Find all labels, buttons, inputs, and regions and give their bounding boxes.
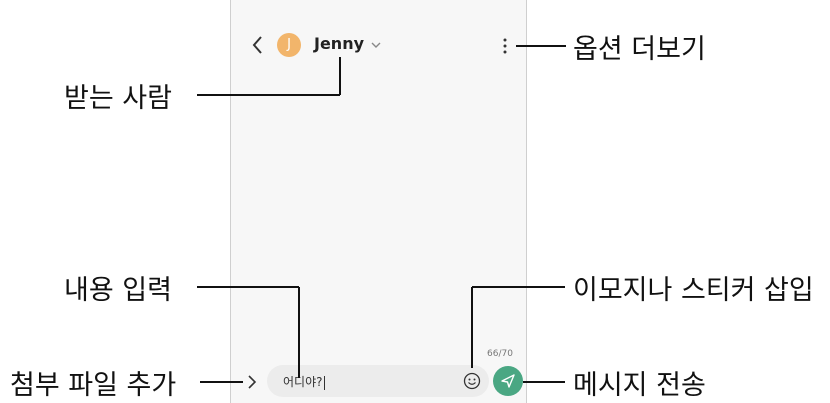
back-icon[interactable]	[249, 34, 267, 56]
chevron-down-icon[interactable]	[370, 40, 382, 50]
char-count: 66/70	[487, 349, 513, 359]
message-input-text[interactable]: 어디야?	[283, 375, 325, 390]
contact-name[interactable]: Jenny	[314, 34, 365, 53]
contact-avatar[interactable]: J	[277, 33, 301, 57]
emoji-icon[interactable]	[463, 372, 481, 390]
message-input[interactable]: 어디야?	[267, 365, 489, 397]
callout-message-input: 내용 입력	[64, 275, 172, 306]
callout-send: 메시지 전송	[573, 370, 706, 401]
more-options-icon[interactable]	[502, 38, 508, 54]
attach-icon[interactable]	[247, 374, 257, 390]
callout-recipient: 받는 사람	[64, 83, 172, 114]
send-icon	[501, 374, 515, 388]
callout-emoji-sticker: 이모지나 스티커 삽입	[573, 275, 814, 306]
callout-attach: 첨부 파일 추가	[10, 370, 177, 401]
callout-options: 옵션 더보기	[573, 34, 706, 65]
phone-screen: J Jenny 어디야? 66/70	[230, 0, 527, 403]
send-button[interactable]	[493, 366, 523, 396]
